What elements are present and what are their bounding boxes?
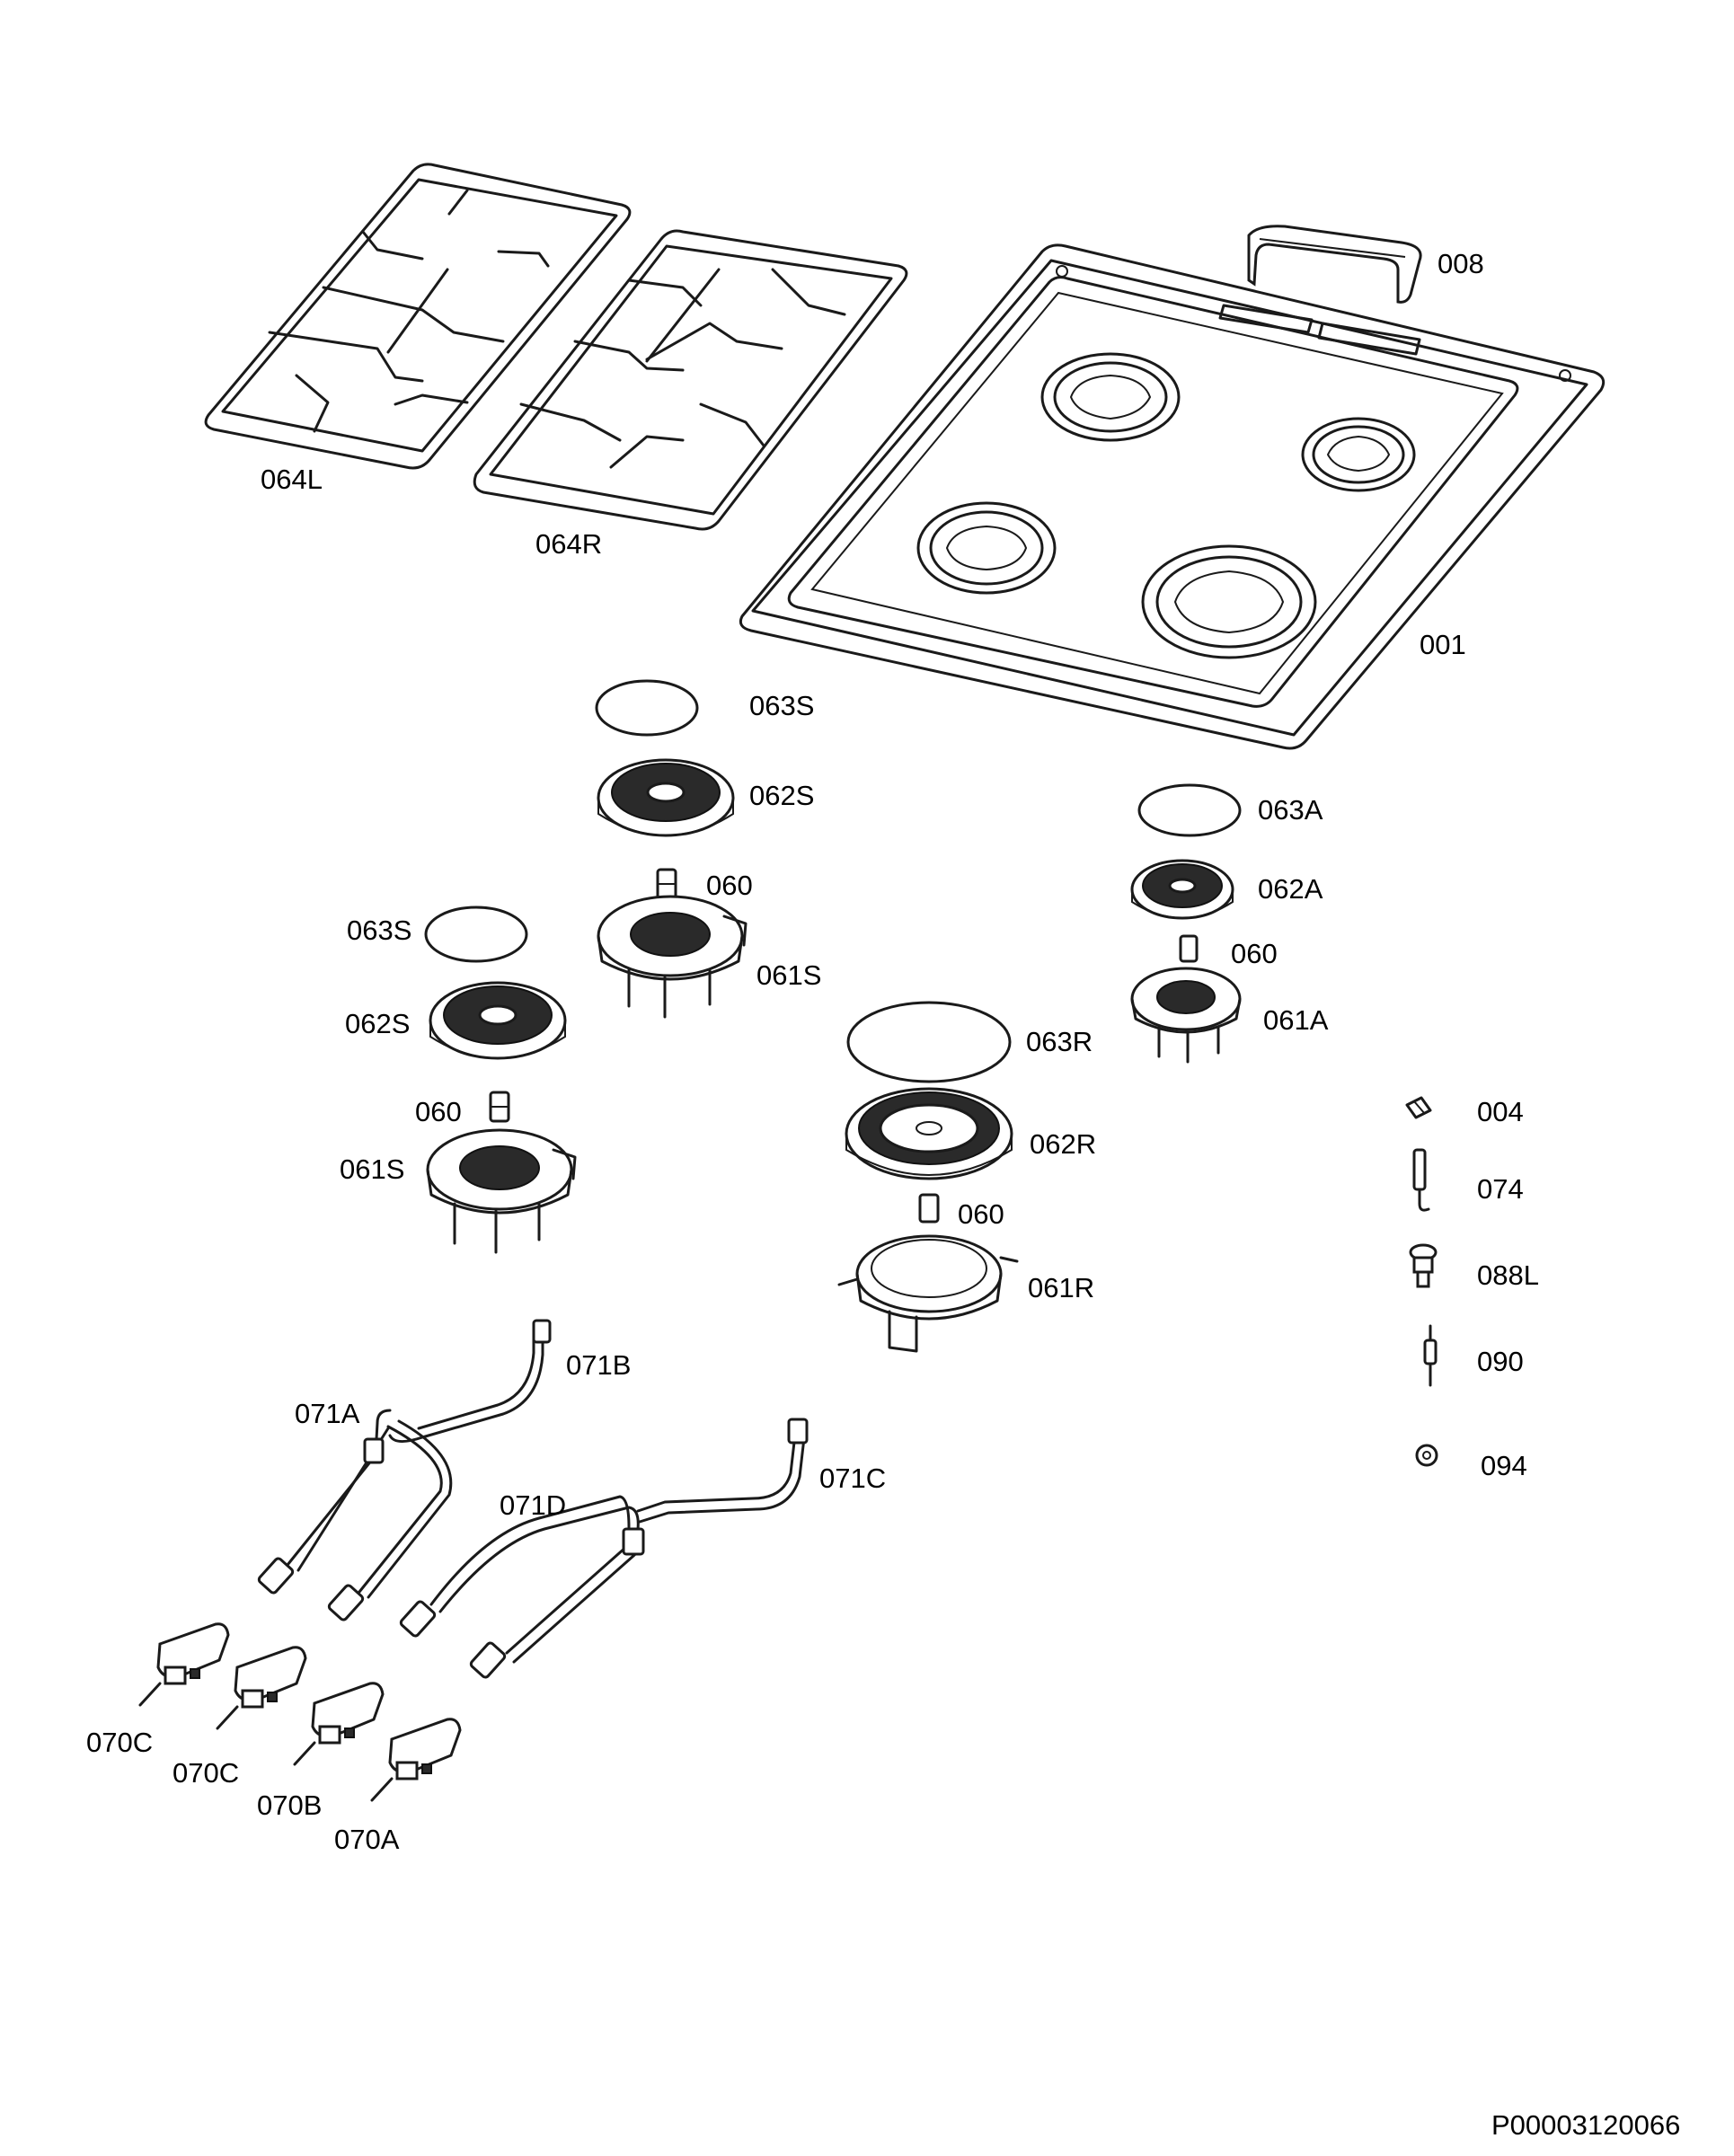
burner-cap-063A [1137,783,1242,837]
burner-crown-062A [1130,859,1234,920]
gas-pipe-071A [257,1409,453,1621]
burner-crown-062S-upper [597,758,735,837]
handle-008 [1247,225,1422,304]
washer-094 [1415,1444,1438,1467]
spark-plug-090 [1423,1324,1438,1387]
burner-cup-061R [837,1234,1019,1353]
gas-tap-070C-1 [138,1622,230,1707]
burner-crown-062R [845,1087,1013,1180]
label-071C: 071C [819,1462,886,1494]
label-063A: 063A [1258,794,1323,826]
burner-cup-061A [1130,967,1242,1064]
label-070C-2: 070C [173,1757,239,1789]
burner-cap-063S-upper [595,679,699,737]
label-070B: 070B [257,1789,322,1821]
burner-cup-061S-upper [597,895,748,1019]
label-071B: 071B [566,1349,631,1381]
label-074: 074 [1477,1173,1524,1205]
injector-060-lower [489,1091,510,1123]
label-008: 008 [1438,248,1484,279]
gas-tap-070B [293,1682,385,1766]
label-071D: 071D [500,1489,566,1521]
burner-cap-063S-lower [424,906,528,963]
gas-pipe-071B [388,1319,552,1443]
label-094: 094 [1481,1450,1527,1481]
label-061A: 061A [1263,1004,1329,1036]
label-062S-upper: 062S [749,780,814,811]
connector-088L [1409,1243,1438,1288]
clip-004 [1405,1096,1432,1119]
gas-tap-070C-2 [216,1646,307,1730]
label-070A: 070A [334,1824,400,1855]
label-062R: 062R [1030,1128,1096,1160]
label-061S-lower: 061S [340,1153,404,1185]
label-063R: 063R [1026,1026,1093,1057]
pan-support-right-064R [473,229,908,531]
label-060-lower: 060 [415,1096,462,1127]
label-001: 001 [1420,629,1466,660]
label-070C-1: 070C [86,1727,153,1758]
label-062A: 062A [1258,873,1323,905]
burner-cap-063R [846,1001,1012,1083]
gas-tap-070A [370,1718,462,1802]
label-060-rapid: 060 [958,1198,1004,1230]
label-088L: 088L [1477,1259,1539,1291]
label-063S-upper: 063S [749,690,814,721]
gas-pipe-071D [399,1495,645,1679]
label-060-upper: 060 [706,870,753,901]
injector-060-upper [656,868,677,900]
label-062S-lower: 062S [345,1008,410,1039]
label-004: 004 [1477,1096,1524,1127]
label-090: 090 [1477,1346,1524,1377]
thermocouple-074 [1412,1148,1430,1212]
label-064R: 064R [535,528,602,560]
label-063S-lower: 063S [347,915,411,946]
label-060-aux: 060 [1231,938,1278,969]
injector-060-aux [1179,934,1199,963]
pan-support-left-064L [204,163,632,470]
gas-pipe-071C [636,1418,809,1524]
label-071A: 071A [295,1398,360,1429]
burner-cup-061S-lower [426,1128,577,1254]
hob-top-001 [739,243,1606,750]
diagram-code: P00003120066 [1491,2109,1680,2141]
label-064L: 064L [261,464,323,495]
label-061S-upper: 061S [756,959,821,991]
label-061R: 061R [1028,1272,1094,1303]
burner-crown-062S-lower [429,981,567,1060]
injector-060-rapid [918,1193,940,1224]
